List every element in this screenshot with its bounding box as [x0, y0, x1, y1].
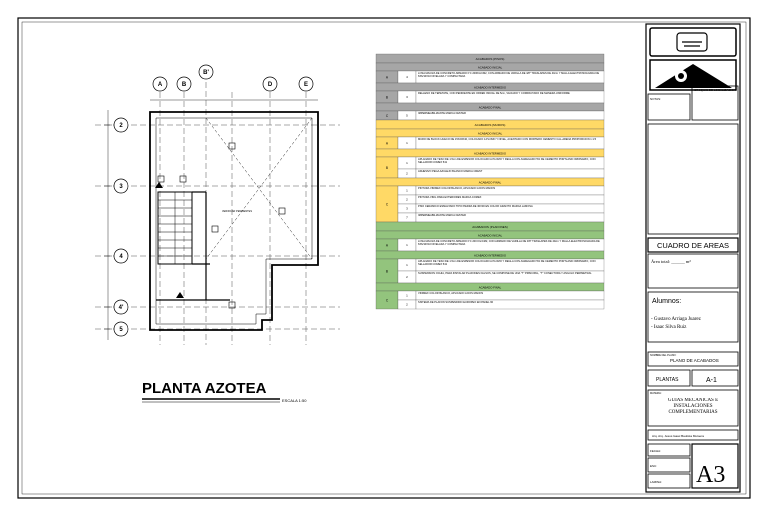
notes-label: NOTAS: [650, 97, 661, 101]
plan-key-code: A-1 [706, 377, 717, 384]
areas-title: CUADRO DE AREAS [657, 241, 729, 250]
axis-label-5: 5 [119, 327, 123, 333]
plan-scale: ESCALA 1:50 [282, 398, 307, 403]
finish-row-number: 1 [406, 263, 408, 267]
finish-row-description: SISTEMA DE PLAFON SUSPENDIDO EUROPEO EN … [418, 301, 494, 304]
finish-row-number: 1 [406, 141, 408, 145]
finish-code: C [386, 203, 389, 207]
sheet-size: A3 [696, 462, 725, 488]
title-block-text: NOTAS: CROQUIS DE LOCALIZACION [650, 88, 736, 101]
student-2: - Isaac Silva Ruiz [651, 325, 687, 330]
finish-code: C [386, 299, 389, 303]
finish-row-number: 4 [406, 75, 408, 79]
finish-section-title: ACABADO INTERMEDIO [474, 86, 507, 90]
floor-plan [95, 64, 340, 345]
finish-row-description: MURO DE BLOCK HUECO DE 15X20X40, COLOCAD… [418, 138, 597, 141]
finish-row-description: APLANADO DE YESO DE 1.5cm DE ESPESOR COL… [418, 158, 596, 165]
finish-row-number: 3 [406, 207, 408, 211]
finish-group-title: ACABADOS (MUROS) [475, 123, 506, 127]
scale-label: ESC: [650, 464, 657, 468]
key-map-label: CROQUIS DE LOCALIZACION [694, 88, 736, 92]
finish-row-number: 2 [406, 172, 408, 176]
finish-group-title: ACABADOS (PLAFONES) [472, 225, 508, 229]
finish-row-description: PINTURA VINIL PARA EXTERIORES MARCA COME… [418, 196, 482, 199]
finish-row-number: 1 [406, 189, 408, 193]
finish-code: C [386, 114, 389, 118]
students-title: Alumnos: [652, 298, 681, 305]
university-logo [655, 32, 732, 88]
finish-code: B [386, 166, 388, 170]
finish-code: B [386, 270, 388, 274]
finish-section-title: ACABADO INTERMEDIO [474, 152, 507, 156]
finish-code: A [386, 142, 389, 146]
finish-row-number: 1 [406, 243, 408, 247]
date-label: FECHA: [650, 449, 661, 453]
finish-group-title: ACABADOS (PISOS) [476, 57, 505, 61]
axis-label-d: D [268, 82, 273, 88]
axis-label-2: 2 [119, 123, 123, 129]
finish-row-number: 2 [406, 303, 408, 307]
areas-value: Área total: ______ m² [651, 259, 691, 264]
sheet-label: LAMINA: [650, 480, 662, 484]
subject-name: GUIAS MECANICAS E INSTALACIONES COMPLEME… [667, 398, 719, 415]
finish-section-title: ACABADO FINAL [479, 181, 502, 185]
finish-code: B [386, 96, 388, 100]
finish-row-description: RELLENO DE TEPETATE, CON PENDIENTE EN OR… [418, 92, 570, 95]
finish-section-title: ACABADO INTERMEDIO [474, 254, 507, 258]
finish-row-number: 5 [406, 114, 408, 118]
finish-row-number: 7 [406, 216, 408, 220]
title-block [645, 23, 741, 493]
finish-section-title: ACABADO FINAL [479, 106, 502, 110]
axis-label-3: 3 [119, 184, 123, 190]
axis-label-4: 4 [119, 254, 123, 260]
finish-row-description: LOSA MACIZA DE CONCRETO ARMADO F'C 200KG… [418, 72, 600, 79]
finish-row-description: APLANADO DE YESO DE 1.5cm DE ESPESOR COL… [418, 260, 596, 267]
finish-section-title: ACABADO INICIAL [478, 66, 503, 70]
finish-row-description: IMPERMEABILIZANTE MARCA FESTER [418, 214, 466, 217]
finish-row-description: PISO CERAMICO ESMALTADO TIPO PIEDRA DE 3… [418, 205, 533, 208]
axis-label-e: E [304, 82, 308, 88]
axis-label-b: B [182, 82, 187, 88]
axis-label-b-prime: B' [203, 70, 209, 76]
subject-label: MATERIA: [650, 392, 662, 395]
finish-row-number: 1 [406, 294, 408, 298]
plan-key-name: PLANTAS [656, 377, 679, 383]
finish-row-description: SUSPENSION OCHIA, PARA INSTALAR PLAFONES… [418, 272, 592, 275]
teacher-name: Arq. Arq. Jesus Isaac Bautista Mutoera [652, 434, 704, 438]
finish-row-description: PINTURA VINIMEX COLOR BLANCO, APLICADO A… [418, 187, 496, 190]
axis-labels: A B B' D E 2 3 4 4' 5 [119, 70, 308, 333]
finish-section-title: ACABADO FINAL [479, 286, 502, 290]
finish-row-number: 2 [406, 198, 408, 202]
finish-code: A [386, 76, 389, 80]
plan-name: PLANO DE ACABADOS [670, 358, 719, 363]
finish-row-description: ADHESIVO PEGA AZULEJO BLANCO MARCA CREST [418, 170, 483, 173]
finish-desc-cell [415, 299, 605, 310]
finish-row-description: VINIMEX COLOR BLANCO, APLICADO A DOS MAN… [418, 292, 484, 295]
axis-label-4-prime: 4' [119, 305, 124, 311]
student-1: - Gustavo Arriaga Juarez [651, 317, 702, 322]
plan-title: PLANTA AZOTEA [142, 380, 267, 397]
plan-note: VERIFICAR PENDIENTES [222, 210, 252, 213]
finish-section-title: ACABADO INICIAL [478, 234, 503, 238]
plan-name-label: NOMBRE DEL PLANO: [650, 354, 677, 357]
finish-code: A [386, 244, 389, 248]
finish-row-number: 1 [406, 161, 408, 165]
axis-label-a: A [158, 82, 163, 88]
finish-row-number: 3 [406, 95, 408, 99]
finish-row-description: IMPERMEABILIZANTE MARCA FESTER [418, 112, 466, 115]
finish-section-title: ACABADO INICIAL [478, 132, 503, 136]
finish-row-number: 2 [406, 275, 408, 279]
finish-row-description: LOSA MACIZA DE CONCRETO ARMADO F'C 200 K… [418, 240, 600, 247]
